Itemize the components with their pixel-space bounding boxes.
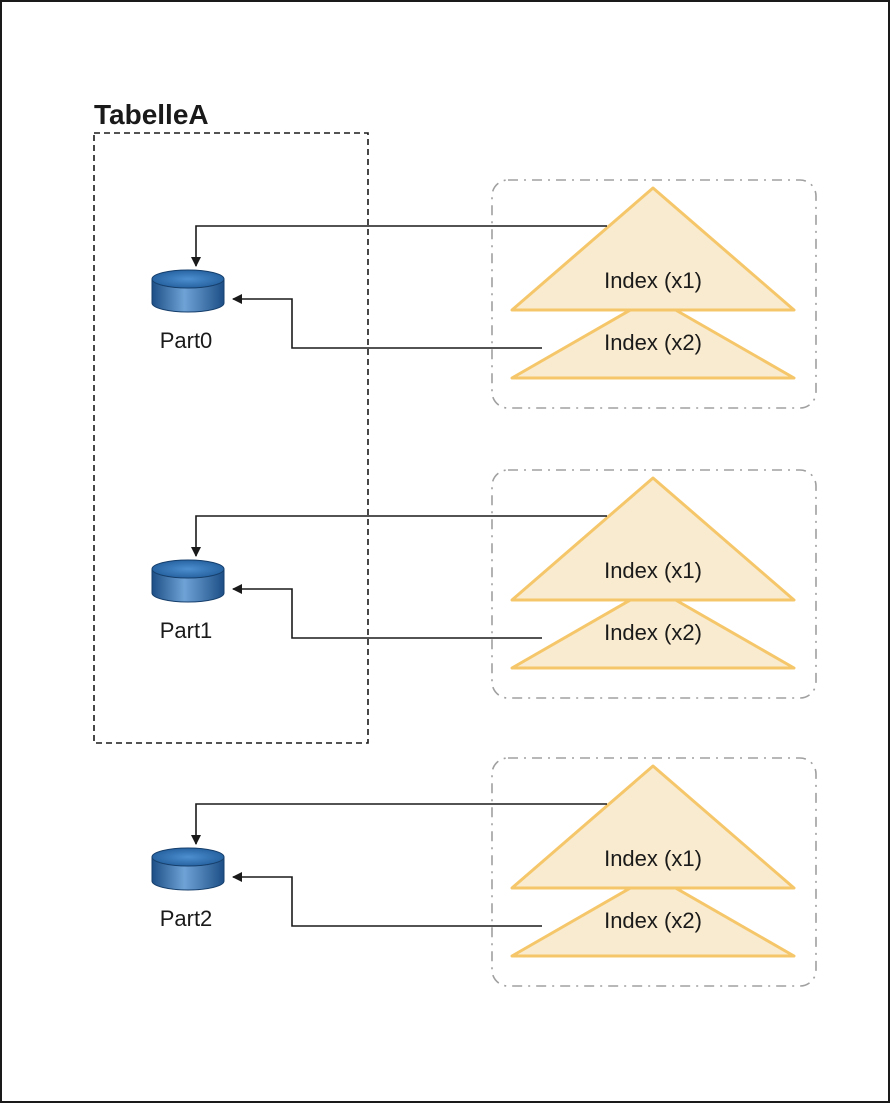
partition-label: Part1 — [160, 618, 213, 643]
table-container — [93, 132, 369, 744]
database-cylinder-icon — [151, 559, 225, 603]
database-cylinder-icon — [151, 847, 225, 891]
database-cylinder-icon — [151, 269, 225, 313]
partition-row: Index (x1) Index (x2) Part1 — [151, 469, 817, 699]
cylinder-top — [151, 269, 225, 289]
index-x1-arrow — [191, 225, 607, 267]
index-x2-label: Index (x2) — [604, 330, 702, 355]
index-x2-arrow — [232, 584, 542, 639]
index-x1-label: Index (x1) — [604, 558, 702, 583]
index-x1-label: Index (x1) — [604, 268, 702, 293]
index-x2-arrow — [232, 294, 542, 349]
index-group-box — [491, 757, 817, 987]
index-x1-triangle — [510, 476, 796, 602]
index-x2-triangle — [510, 295, 796, 380]
index-group-box — [491, 179, 817, 409]
partition-label: Part0 — [160, 328, 213, 353]
cylinder-top — [151, 847, 225, 867]
index-x2-label: Index (x2) — [604, 908, 702, 933]
index-x2-triangle — [510, 873, 796, 958]
partition-row: Index (x1) Index (x2) Part2 — [151, 757, 817, 987]
index-x1-triangle — [510, 186, 796, 312]
partition-label: Part2 — [160, 906, 213, 931]
index-x1-label: Index (x1) — [604, 846, 702, 871]
index-x2-arrow — [232, 872, 542, 927]
index-x1-arrow — [191, 803, 607, 845]
partition-row: Index (x1) Index (x2) Part0 — [151, 179, 817, 409]
table-title: TabelleA — [94, 99, 209, 130]
index-x1-arrow — [191, 515, 607, 557]
index-x2-triangle — [510, 585, 796, 670]
index-x2-label: Index (x2) — [604, 620, 702, 645]
index-group-box — [491, 469, 817, 699]
index-x1-triangle — [510, 764, 796, 890]
cylinder-top — [151, 559, 225, 579]
